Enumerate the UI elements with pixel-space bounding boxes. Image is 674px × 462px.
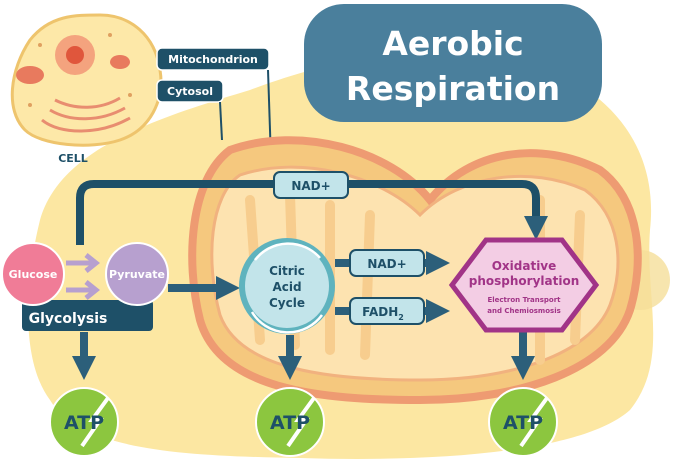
nad-top-label: NAD+ bbox=[291, 179, 330, 193]
oxidative-phosphorylation-node bbox=[448, 237, 600, 333]
citric-acid-cycle-node bbox=[239, 238, 335, 334]
cycle-label-line-1: Citric bbox=[269, 264, 305, 278]
glycolysis-bar bbox=[22, 300, 153, 331]
pyruvate-label: Pyruvate bbox=[109, 268, 165, 281]
fadh2-box bbox=[349, 297, 425, 325]
nad-mid-box bbox=[349, 249, 425, 277]
cytosol-tag bbox=[156, 79, 224, 103]
oxidative-line-2: phosphorylation bbox=[469, 274, 579, 288]
atp-badge-right bbox=[488, 387, 558, 457]
atp-label-left: ATP bbox=[64, 412, 104, 434]
oxidative-sub-1: Electron Transport bbox=[487, 296, 561, 304]
title-box bbox=[304, 4, 602, 122]
cytosol-label: Cytosol bbox=[167, 85, 213, 98]
cytosol-pointer-line bbox=[219, 101, 223, 141]
nad-top-box bbox=[273, 171, 349, 199]
pyruvate-node bbox=[105, 242, 169, 306]
cycle-label-line-3: Cycle bbox=[269, 296, 305, 310]
oxidative-line-1: Oxidative bbox=[492, 259, 557, 273]
fadh2-subscript: 2 bbox=[398, 313, 404, 322]
glucose-pyruvate-arrow-1 bbox=[66, 253, 101, 273]
fadh2-label: FADH2 bbox=[362, 305, 404, 322]
mitochondrion-label: Mitochondrion bbox=[168, 53, 258, 66]
nad-mid-label: NAD+ bbox=[367, 257, 406, 271]
glycolysis-label: Glycolysis bbox=[29, 311, 108, 327]
title-line-1: Aerobic bbox=[382, 24, 523, 63]
cell-illustration bbox=[10, 13, 163, 147]
oxidative-sub-2: and Chemiosmosis bbox=[487, 307, 561, 315]
cycle-label-line-2: Acid bbox=[272, 280, 301, 294]
glucose-node bbox=[1, 242, 65, 306]
fadh2-base: FADH bbox=[362, 305, 398, 319]
glucose-label: Glucose bbox=[9, 268, 58, 281]
atp-label-middle: ATP bbox=[270, 412, 310, 434]
cell-label: CELL bbox=[58, 152, 88, 165]
glucose-pyruvate-arrow-2 bbox=[66, 280, 101, 300]
cycle-arrows bbox=[250, 242, 324, 334]
atp-label-right: ATP bbox=[503, 412, 543, 434]
mitochondrion-tag bbox=[156, 47, 270, 71]
atp-badge-middle bbox=[255, 387, 325, 457]
atp-badge-left bbox=[49, 387, 119, 457]
title-line-2: Respiration bbox=[346, 69, 560, 108]
